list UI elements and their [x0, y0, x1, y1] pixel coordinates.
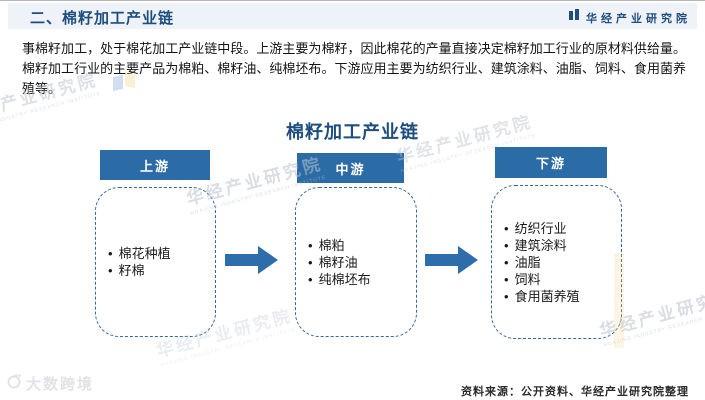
right-arrow-icon — [225, 246, 278, 274]
brand-name: 华经产业研究院 — [586, 12, 691, 25]
item-label: 建筑涂料 — [514, 237, 567, 253]
list-item: 棉花种植 — [108, 245, 215, 262]
item-label: 油脂 — [514, 254, 541, 270]
downstream-items: 纺织行业 建筑涂料 油脂 饲料 食用菌养殖 — [504, 220, 621, 305]
diagram-title: 棉籽加工产业链 — [286, 122, 419, 142]
list-item: 建筑涂料 — [504, 237, 621, 254]
upstream-items: 棉花种植 籽棉 — [108, 245, 215, 279]
right-arrow-icon — [425, 246, 478, 274]
list-item: 纯棉坯布 — [308, 271, 416, 288]
item-label: 棉粕 — [318, 237, 345, 253]
source-note: 资料来源：公开资料、华经产业研究院整理 — [461, 386, 689, 398]
list-item: 饲料 — [504, 271, 621, 288]
brand: 华经产业研究院 — [568, 8, 691, 27]
list-item: 食用菌养殖 — [504, 288, 621, 305]
item-label: 食用菌养殖 — [514, 288, 580, 304]
list-item: 棉粕 — [308, 237, 416, 254]
item-label: 纯棉坯布 — [318, 271, 371, 287]
stage-header-midstream: 中游 — [297, 153, 404, 183]
header-bar — [8, 3, 697, 29]
huajing-logo-icon — [568, 8, 581, 27]
corner-watermark-label: 大数跨境 — [26, 376, 95, 393]
item-label: 籽棉 — [118, 263, 145, 278]
item-label: 纺织行业 — [514, 220, 567, 236]
stage-header-downstream: 下游 — [495, 147, 607, 178]
item-label: 棉籽油 — [318, 254, 358, 270]
intro-paragraph: 事棉籽加工，处于棉花加工产业链中段。上游主要为棉籽，因此棉花的产量直接决定棉籽加… — [22, 41, 686, 96]
midstream-box: 棉粕 棉籽油 纯棉坯布 — [295, 187, 417, 337]
downstream-box: 纺织行业 建筑涂料 油脂 饲料 食用菌养殖 — [491, 185, 622, 339]
list-item: 棉籽油 — [308, 254, 416, 271]
corner-watermark-icon — [6, 373, 22, 394]
list-item: 籽棉 — [108, 262, 215, 279]
list-item: 纺织行业 — [504, 220, 621, 237]
stage-header-upstream: 上游 — [100, 150, 210, 180]
page-title: 二、棉籽加工产业链 — [30, 10, 175, 27]
midstream-items: 棉粕 棉籽油 纯棉坯布 — [308, 237, 416, 288]
item-label: 饲料 — [514, 271, 541, 287]
list-item: 油脂 — [504, 254, 621, 271]
item-label: 棉花种植 — [118, 246, 171, 261]
corner-watermark: 大数跨境 — [6, 373, 94, 394]
upstream-box: 棉花种植 籽棉 — [95, 187, 216, 337]
